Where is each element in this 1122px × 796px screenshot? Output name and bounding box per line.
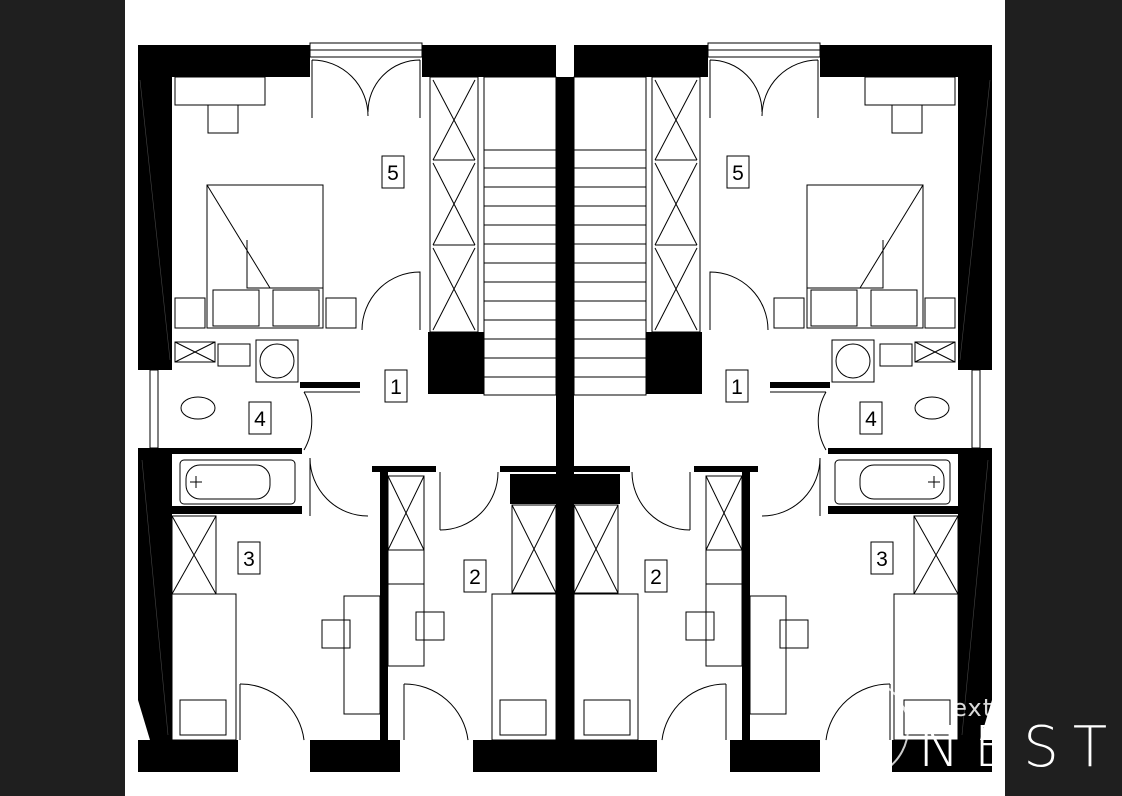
left-bathroom-fixtures: [174, 339, 360, 505]
left-window-top: [309, 42, 423, 118]
left-wall-hatch: [139, 79, 171, 736]
right-label-room3: 3: [870, 541, 894, 575]
brand-watermark: next NEST: [887, 687, 1121, 780]
left-room-labels: 5 1 4 3 2: [237, 155, 487, 593]
right-label-hall: 1: [725, 369, 749, 403]
left-interior-walls: [172, 332, 630, 740]
left-hall-number: 1: [390, 376, 402, 399]
watermark-brand-text: NEST: [918, 715, 1121, 780]
right-hall-number: 1: [731, 376, 743, 399]
watermark-small-text: next: [936, 694, 993, 722]
left-window-side: [149, 369, 159, 449]
party-wall: [556, 77, 574, 740]
left-bedroom-furniture: [174, 76, 357, 329]
left-room2-number: 2: [469, 566, 481, 589]
right-room2-number: 2: [650, 566, 662, 589]
left-label-hall: 1: [384, 369, 408, 403]
left-label-room2: 2: [463, 559, 487, 593]
left-bedroom-door: [361, 271, 421, 331]
right-bedroom-number: 5: [732, 162, 744, 185]
right-unit: [573, 42, 992, 772]
left-wardrobe-top: [429, 76, 479, 333]
right-bathroom-number: 4: [865, 408, 877, 431]
left-label-room3: 3: [237, 541, 261, 575]
left-label-bedroom: 5: [381, 155, 405, 189]
left-room3-number: 3: [243, 548, 255, 571]
right-room-labels: 5 1 4 3 2: [644, 155, 894, 593]
left-unit: [138, 42, 630, 772]
right-room3-number: 3: [876, 548, 888, 571]
watermark-swoosh: [887, 687, 909, 769]
left-bedroom-number: 5: [387, 162, 399, 185]
right-label-bathroom: 4: [859, 401, 883, 435]
left-label-bathroom: 4: [248, 401, 272, 435]
left-room2-furniture: [321, 471, 557, 741]
left-stairs: [483, 76, 557, 396]
left-exterior-walls: [138, 45, 556, 772]
right-label-bedroom: 5: [726, 155, 750, 189]
left-room3-furniture: [171, 457, 369, 741]
left-bathroom-number: 4: [254, 408, 266, 431]
right-label-room2: 2: [644, 559, 668, 593]
